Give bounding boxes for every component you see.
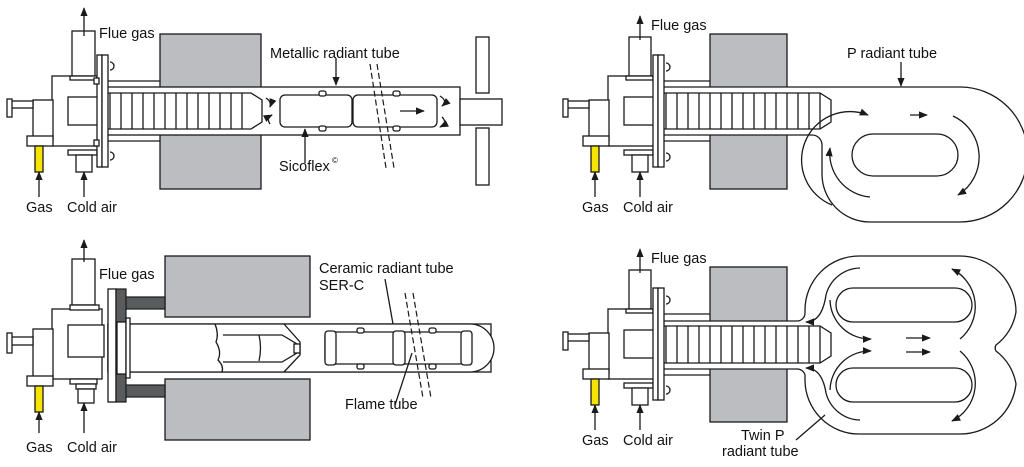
tube-end-plug (459, 98, 503, 126)
label-p-radiant-tube: P radiant tube (847, 46, 937, 62)
label-twin-p-radiant-tube: radiant tube (722, 444, 799, 460)
gas-inlet-pipe (590, 378, 600, 406)
tube-support-bottom (475, 127, 490, 186)
burner-lance (657, 92, 832, 130)
label-gas: Gas (582, 200, 609, 216)
label-sicoflex-mark: © (332, 156, 338, 165)
label-flame-tube: Flame tube (345, 397, 418, 413)
burner-head (6, 30, 115, 173)
label-sicoflex: Sicoflex (279, 159, 331, 175)
furnace-wall-bottom (164, 378, 311, 441)
label-cold-air: Cold air (623, 433, 673, 449)
label-gas: Gas (26, 200, 53, 216)
p-tube-inner-core (851, 133, 959, 177)
sicoflex-insert-1 (279, 94, 353, 128)
panel-p-radiant-tube: Flue gas Gas Cold air P radiant tube (562, 15, 1024, 223)
panel-metallic-radiant-tube: Flue gas Gas Cold air Metallic radiant t… (6, 7, 503, 216)
label-ceramic-radiant-tube: Ceramic radiant tube (319, 261, 454, 277)
label-flue-gas: Flue gas (651, 251, 707, 267)
twin-p-inner-core-bottom (835, 367, 973, 403)
label-cold-air: Cold air (67, 440, 117, 456)
label-flue-gas: Flue gas (99, 26, 155, 42)
label-gas: Gas (582, 433, 609, 449)
furnace-wall-top (164, 255, 311, 318)
label-flue-gas: Flue gas (99, 267, 155, 283)
panel-twin-p-radiant-tube: Flue gas Gas Cold air Twin P radiant tub… (562, 248, 1017, 460)
burner-lance (657, 325, 832, 364)
burner-lance-cutaway (214, 323, 301, 373)
tube-support-top (475, 36, 490, 94)
panel-ceramic-radiant-tube: Flue gas Gas Cold air Ceramic radiant tu… (6, 239, 495, 456)
gas-inlet-pipe (590, 145, 600, 173)
burner-head (6, 258, 105, 413)
gas-inlet-pipe (34, 145, 44, 173)
label-gas: Gas (26, 440, 53, 456)
label-cold-air: Cold air (623, 200, 673, 216)
gas-inlet-pipe (34, 385, 44, 413)
label-ser-c: SER-C (319, 278, 364, 294)
twin-p-inner-core-top (835, 287, 973, 323)
burner-lance (101, 92, 263, 130)
burner-head (562, 36, 671, 173)
sicoflex-insert-2 (352, 94, 438, 128)
label-metallic-radiant-tube: Metallic radiant tube (270, 46, 400, 62)
label-cold-air: Cold air (67, 200, 117, 216)
label-twin-p: Twin P (741, 428, 785, 444)
burner-head (562, 269, 671, 406)
label-flue-gas: Flue gas (651, 18, 707, 34)
